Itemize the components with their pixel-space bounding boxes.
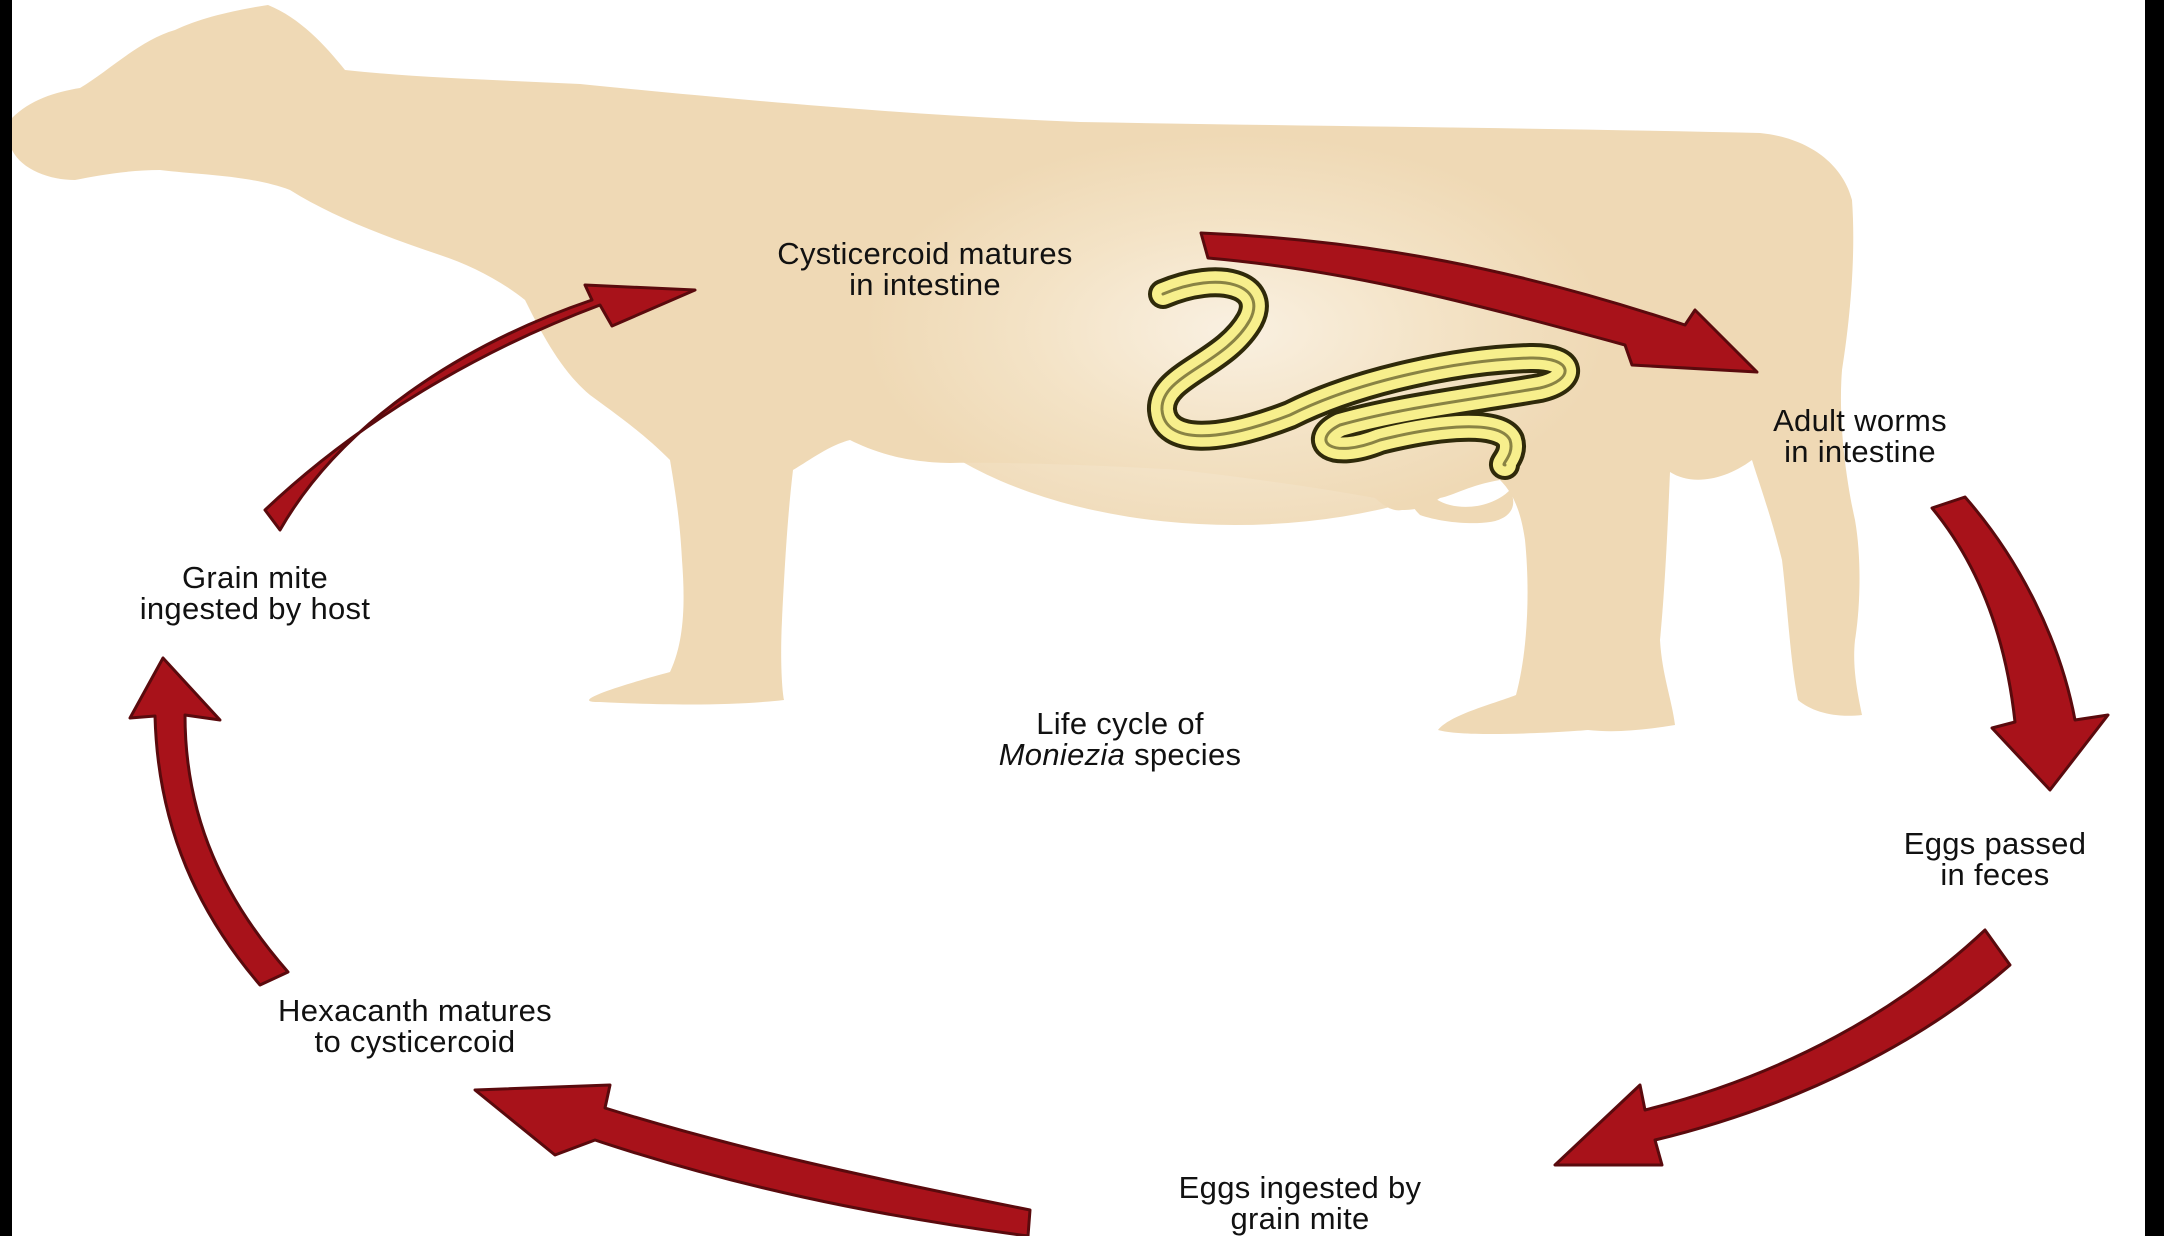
stage-label-eggs-ingested: Eggs ingested by grain mite bbox=[1085, 1172, 1515, 1234]
arrow-to-grain-mite bbox=[130, 658, 288, 985]
stage-label-cysticercoid: Cysticercoid matures in intestine bbox=[660, 238, 1190, 300]
stage-label-adult-worms: Adult worms in intestine bbox=[1700, 405, 2020, 467]
title-species-line: Moniezia species bbox=[890, 739, 1350, 770]
stage-label-grain-mite: Grain mite ingested by host bbox=[55, 562, 455, 624]
stage-label-hexacanth: Hexacanth matures to cysticercoid bbox=[180, 995, 650, 1057]
diagram-title: Life cycle of Moniezia species bbox=[890, 708, 1350, 770]
stage-label-eggs-passed: Eggs passed in feces bbox=[1845, 828, 2145, 890]
arrow-to-eggs-passed bbox=[1932, 497, 2108, 790]
arrow-to-eggs-ingested bbox=[1555, 930, 2010, 1165]
arrow-to-hexacanth bbox=[475, 1085, 1030, 1236]
